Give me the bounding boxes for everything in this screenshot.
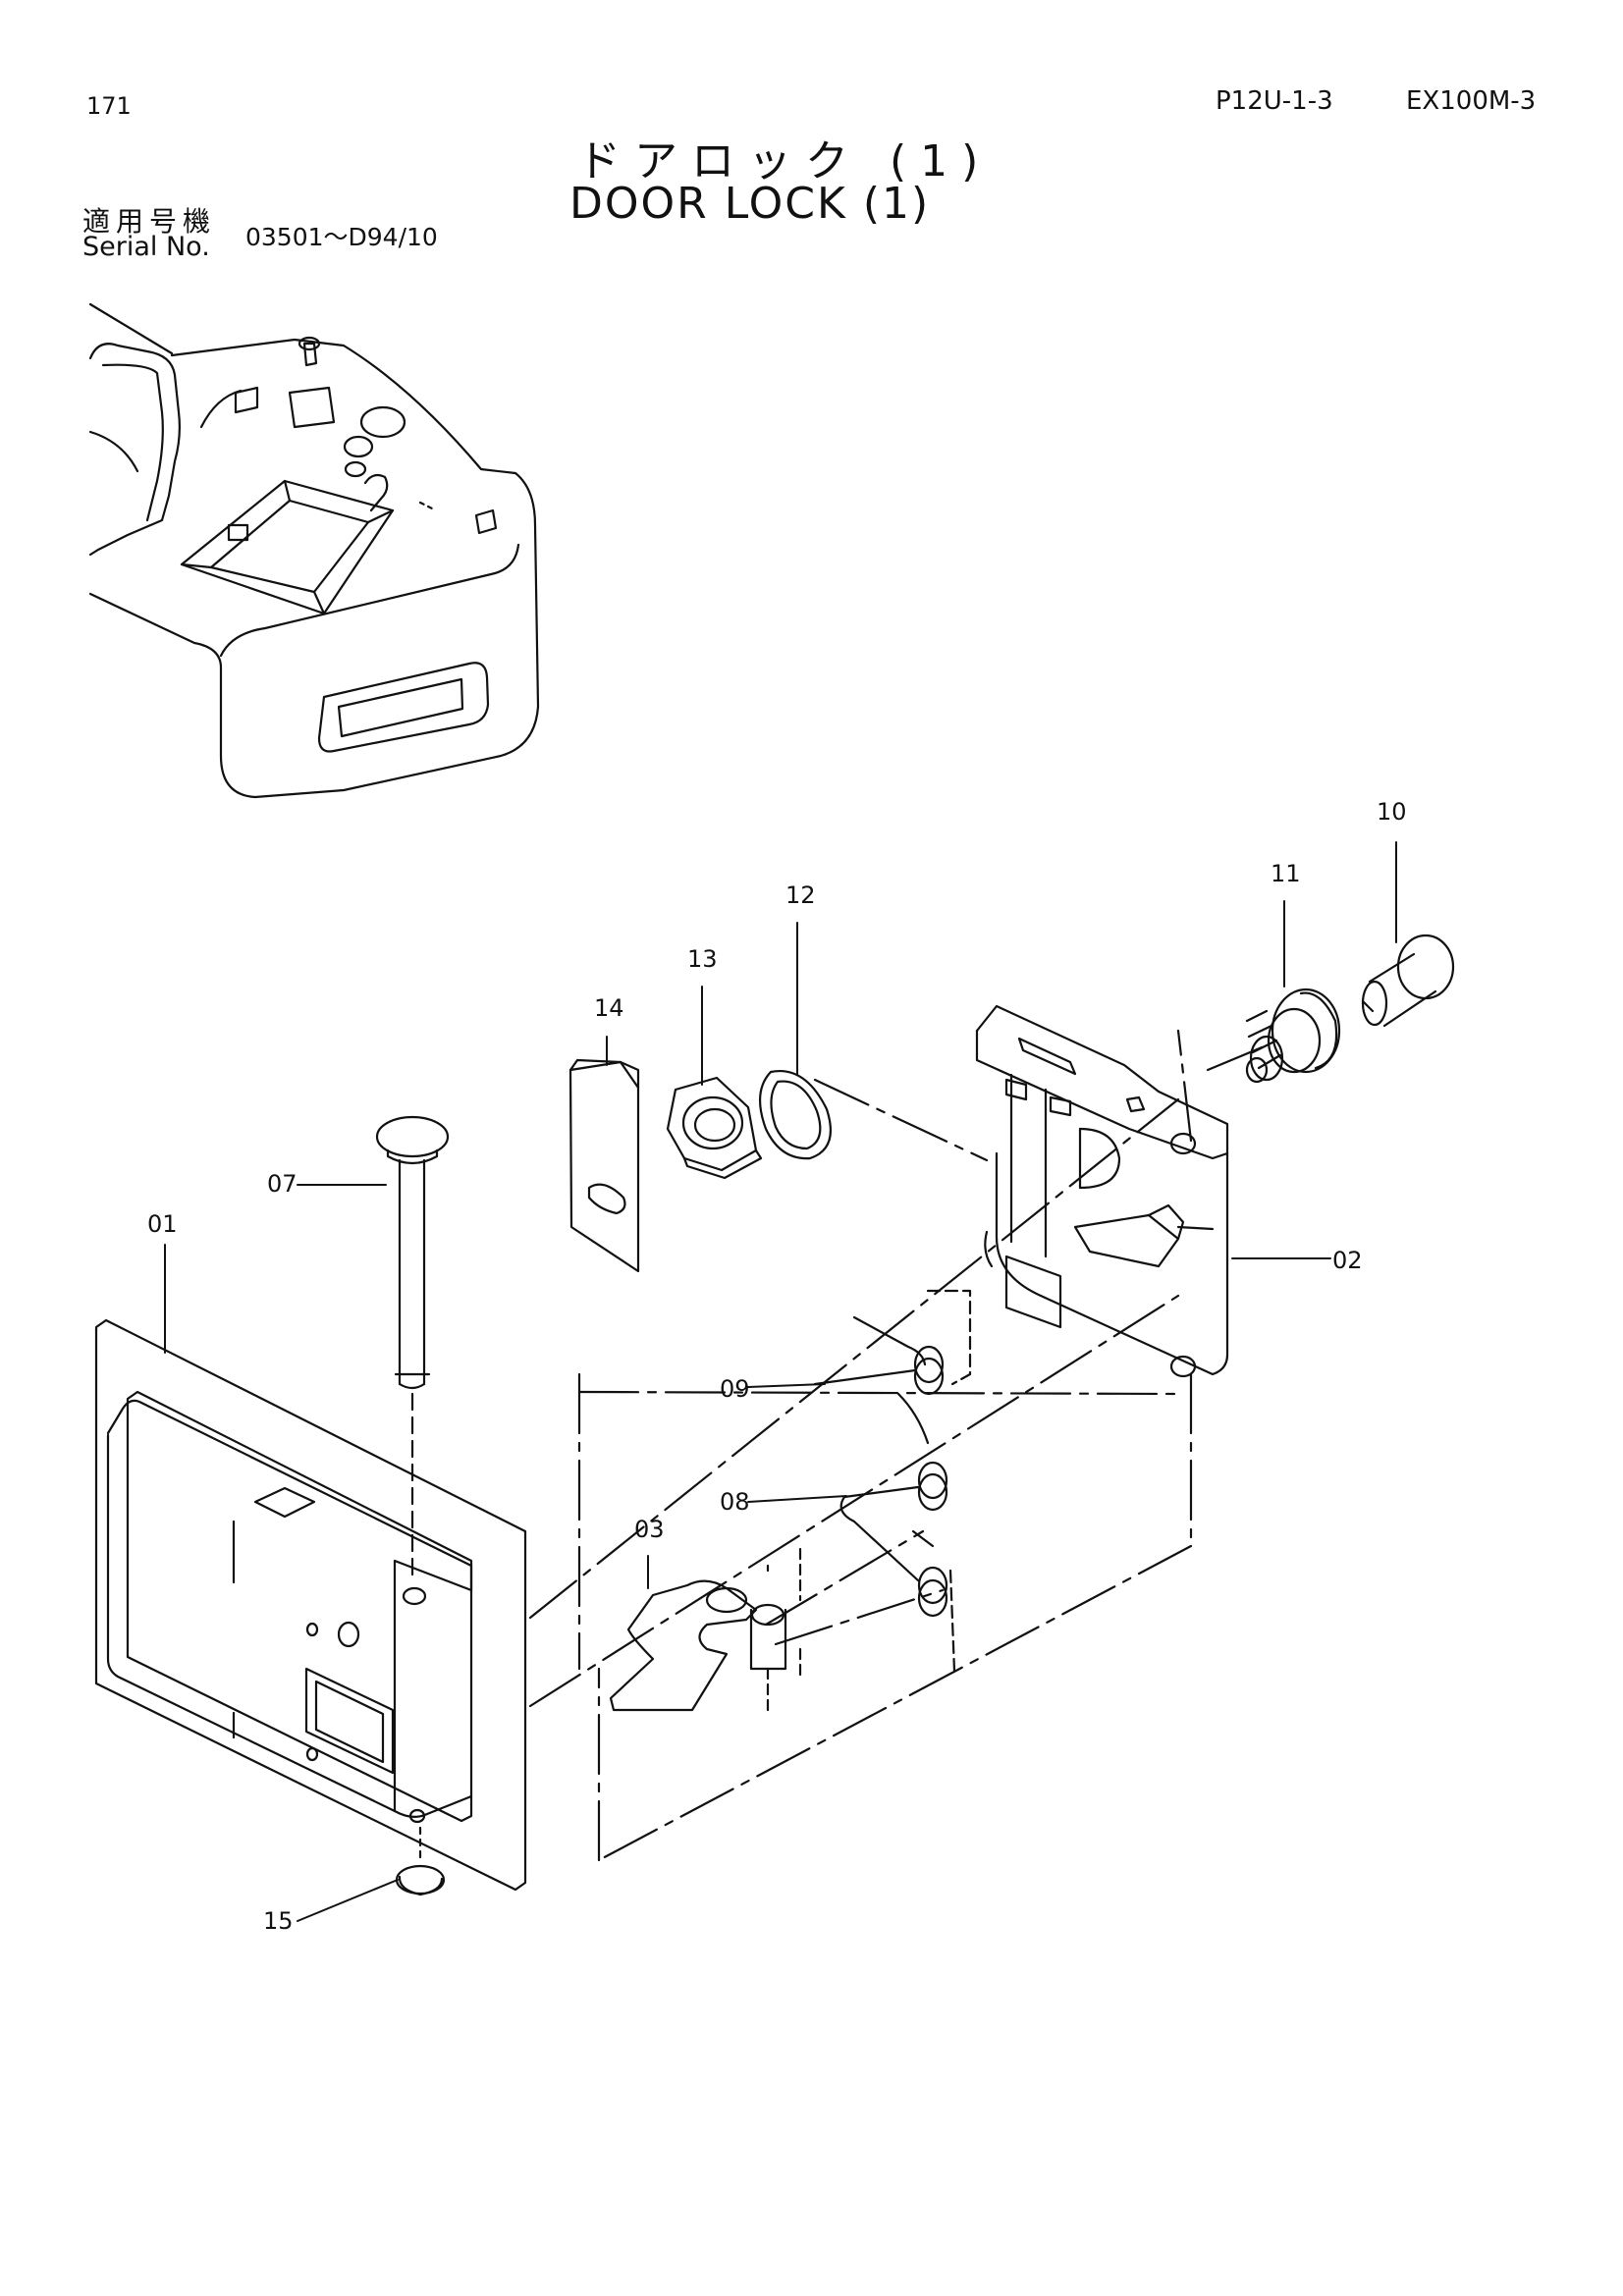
part-label-02: 02	[1332, 1247, 1363, 1274]
callout-leader-lines	[164, 841, 1397, 1922]
part-label-08: 08	[720, 1488, 750, 1516]
part-label-15: 15	[263, 1907, 294, 1935]
machine-model: EX100M-3	[1406, 86, 1537, 116]
serial-label-japanese: 適用号機	[82, 205, 217, 238]
part-label-07: 07	[267, 1170, 298, 1198]
part-12-snap-ring	[758, 1069, 832, 1160]
title-english: DOOR LOCK (1)	[569, 179, 931, 229]
part-label-10: 10	[1377, 798, 1407, 826]
part-10-lock-plunger	[1361, 934, 1455, 1028]
part-02-lock-bracket	[975, 1004, 1229, 1378]
part-07-pin	[375, 1115, 450, 1582]
part-15-e-ring	[395, 1826, 446, 1896]
page-number: 171	[86, 92, 132, 120]
part-09-torsion-spring	[813, 1289, 972, 1396]
serial-label-english: Serial No.	[82, 232, 210, 262]
part-11-spring-housing	[1245, 988, 1341, 1084]
part-13-hex-nut	[666, 1076, 763, 1180]
part-label-12: 12	[785, 881, 816, 909]
assembly-guide-lines	[528, 1029, 1269, 1862]
part-label-03: 03	[634, 1516, 665, 1543]
callout-labels: 10 11 12 13 14 07 01 02 09 08 03 15	[147, 798, 1407, 1935]
part-03-latch	[609, 1547, 802, 1715]
part-label-01: 01	[147, 1210, 178, 1238]
serial-range: 03501～D94/10	[245, 223, 438, 251]
part-label-09: 09	[720, 1375, 750, 1403]
part-14-latch-plate	[568, 1058, 640, 1273]
part-01-lock-cover	[94, 1318, 527, 1892]
machine-overview-illustration	[88, 302, 540, 799]
part-label-11: 11	[1271, 860, 1301, 887]
part-08-torsion-spring	[839, 1392, 956, 1673]
diagram-code: P12U-1-3	[1216, 86, 1333, 116]
part-label-14: 14	[594, 994, 624, 1022]
title-japanese: ドアロック (1)	[577, 136, 993, 187]
part-label-13: 13	[687, 945, 718, 973]
